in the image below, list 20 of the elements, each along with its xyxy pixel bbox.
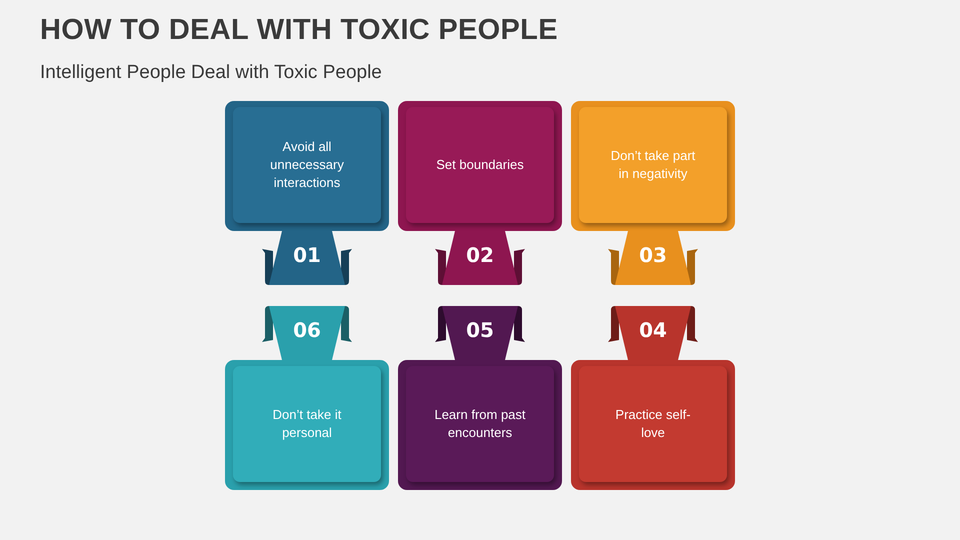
- subtitle: Intelligent People Deal with Toxic People: [40, 62, 382, 84]
- step-card: [225, 101, 389, 285]
- step-text: Don’t take part in negativity: [610, 146, 696, 183]
- step-text: Learn from past encounters: [433, 406, 527, 442]
- step-text: Set boundaries: [436, 156, 524, 174]
- step-text: Practice self-love: [614, 406, 692, 442]
- step-number: 02: [465, 243, 495, 267]
- step-number: 06: [292, 318, 322, 342]
- step-number: 04: [638, 318, 668, 342]
- step-text: Don’t take it personal: [272, 406, 342, 442]
- step-card: [571, 306, 735, 490]
- step-card: [398, 101, 562, 285]
- title: HOW TO DEAL WITH TOXIC PEOPLE: [40, 14, 558, 47]
- step-card: [398, 306, 562, 490]
- step-text: Avoid all unnecessary interactions: [269, 138, 345, 192]
- step-card: [225, 306, 389, 490]
- step-card: [571, 101, 735, 285]
- step-number: 03: [638, 243, 668, 267]
- step-number: 01: [292, 243, 322, 267]
- step-number: 05: [465, 318, 495, 342]
